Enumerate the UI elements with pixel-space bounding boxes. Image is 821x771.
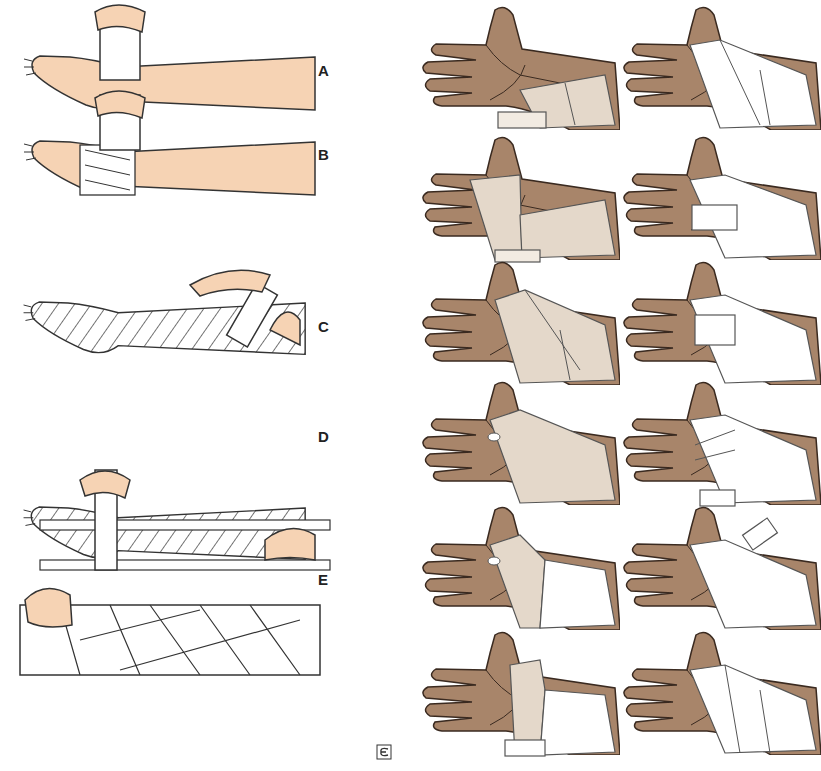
publisher-logo: [377, 745, 391, 759]
leg-step-e: [20, 589, 320, 675]
step-label: A: [318, 62, 329, 79]
step-label: D: [318, 428, 329, 445]
leg-step-d: [24, 470, 330, 570]
step-label: B: [318, 146, 329, 163]
step-label: C: [318, 318, 329, 335]
step-label: E: [318, 571, 328, 588]
leg-step-c: [24, 270, 306, 354]
hand-column-1: [423, 7, 620, 756]
hand-column-2: [624, 7, 821, 755]
leg-step-b: [24, 91, 315, 195]
leg-step-a: [24, 5, 315, 110]
